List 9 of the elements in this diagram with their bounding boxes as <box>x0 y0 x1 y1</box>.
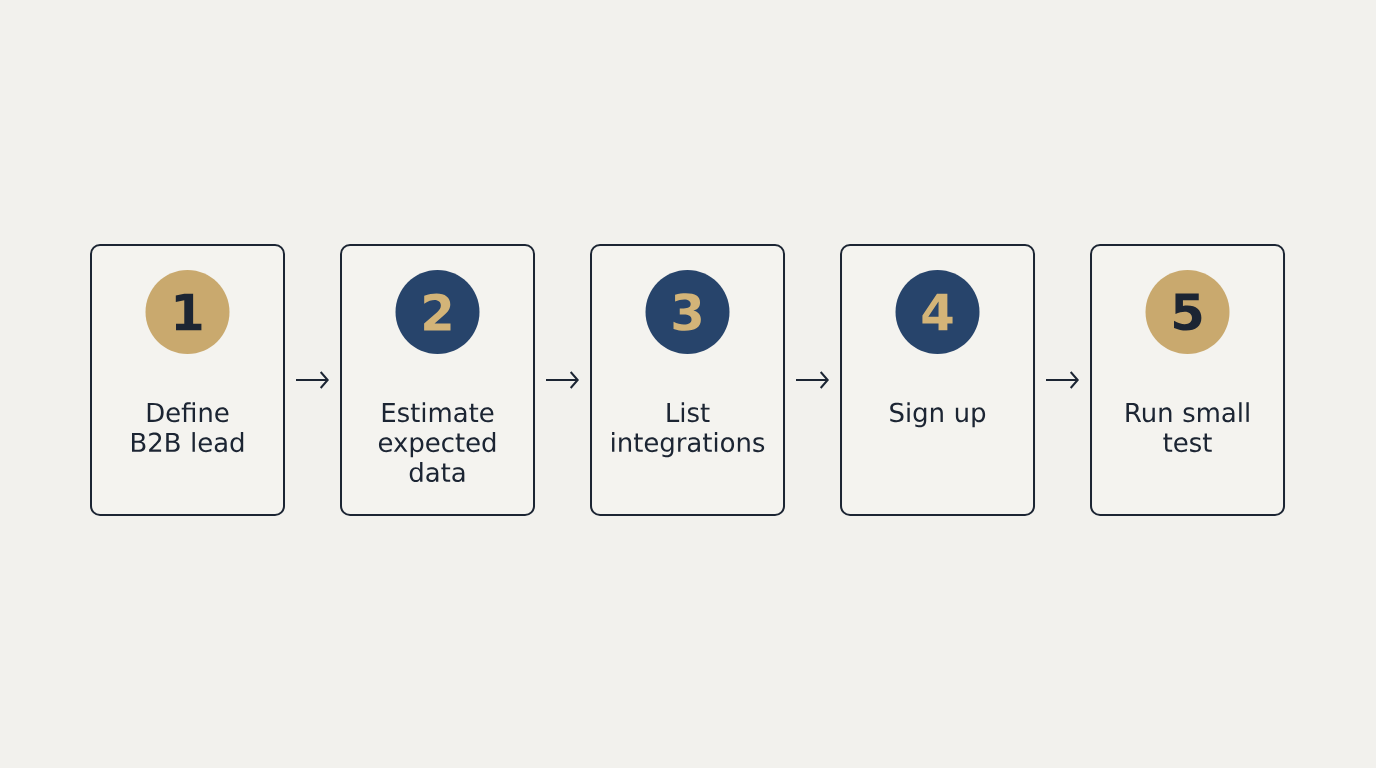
number-badge: 3 <box>645 270 730 354</box>
arrow <box>295 371 329 389</box>
arrow <box>1045 371 1079 389</box>
number-badge: 4 <box>895 270 980 354</box>
number-badge: 1 <box>145 270 230 354</box>
arrow <box>545 371 579 389</box>
number-badge: 2 <box>395 270 480 354</box>
arrow <box>795 371 829 389</box>
number-badge: 5 <box>1145 270 1230 354</box>
